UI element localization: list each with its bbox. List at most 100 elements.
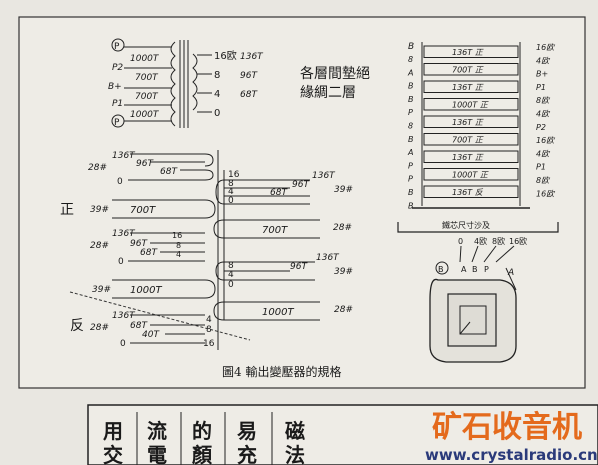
stack-right-terminal: P1 [536, 163, 546, 172]
secondary-turns-label: 96T [240, 71, 258, 81]
coil-label: 700T [262, 225, 288, 236]
stack-left-terminal: B [408, 188, 414, 197]
tap-label: 136T [112, 229, 136, 239]
right-tap: 0 [228, 280, 234, 290]
primary-winding-label: 700T [135, 92, 159, 102]
layer-row [423, 168, 519, 181]
secondary-turns-label: 68T [240, 90, 258, 100]
layer-row [423, 80, 519, 93]
tap-label: 68T [140, 248, 158, 258]
secondary-tap-label: 8 [214, 70, 220, 81]
mid-tap: 4 [176, 250, 181, 259]
primary-winding-label: 1000T [130, 110, 160, 120]
left-terminal: P2 [112, 63, 123, 73]
stack-left-terminal: A [407, 148, 413, 157]
core-bracket [397, 222, 559, 233]
core-tap: 16欧 [509, 236, 527, 246]
core-pin-circle [435, 261, 449, 275]
stack-right-terminal: 16欧 [536, 189, 556, 198]
bottom-tap: 8 [206, 325, 212, 335]
column-char: 磁 [285, 419, 305, 443]
core-lead [483, 245, 497, 263]
primary-winding-label: 700T [135, 73, 159, 83]
watermark: 矿石收音机 www.crystalradio.cn [425, 410, 598, 464]
stack-right-terminal: 4欧 [536, 110, 551, 119]
layer-label: 136T 正 [452, 48, 484, 57]
layer-row [423, 185, 519, 198]
winding-loop [213, 301, 225, 321]
winding-loop [204, 199, 216, 219]
layer-label: 136T 正 [452, 118, 484, 127]
stack-right-terminal: 8欧 [536, 96, 551, 105]
top-left-transformer: P P2 B+ P1 P 1000T 700T 700T 1000T 16欧 8… [108, 38, 264, 128]
layer-label: 1000T 正 [452, 101, 489, 110]
left-terminal: B+ [108, 82, 122, 92]
winding-loop [204, 279, 216, 299]
secondary-tap-label: 16欧 [214, 50, 237, 62]
layer-row [423, 115, 519, 128]
core-lead [505, 267, 517, 291]
left-circled-label: P [114, 42, 120, 52]
winding-loop [215, 261, 225, 281]
figure-caption: 圖4 輸出變壓器的規格 [222, 364, 341, 379]
column-char: 電 [147, 443, 167, 465]
core-tap: 4欧 [474, 236, 487, 246]
column-char: 的 [192, 419, 212, 443]
stack-left-terminal: P [408, 175, 413, 184]
column-char: 流 [147, 419, 167, 443]
core-pin: B [472, 265, 478, 274]
winding-loop [213, 219, 225, 239]
core-window [447, 293, 497, 347]
wire-label: 28# [88, 163, 107, 173]
core-window-inner [459, 305, 487, 335]
stack-right-terminal: P2 [536, 123, 546, 132]
coil-label: 700T [130, 205, 156, 216]
right-tap: 4 [228, 270, 234, 280]
wire-label: 28# [90, 323, 109, 333]
stack-right-terminal: 16欧 [536, 136, 556, 145]
core-lead [459, 245, 462, 263]
bottom-tap: 4 [206, 315, 212, 325]
mid-tap: 8 [176, 241, 181, 250]
stack-right-terminal: B+ [536, 70, 548, 79]
tap-label: 68T [130, 321, 148, 331]
tap-label: 40T [142, 330, 160, 340]
winding-loop [204, 153, 214, 181]
tap-label: 68T [160, 167, 178, 177]
tap-label: 96T [136, 159, 154, 169]
secondary-turns-label: 136T [240, 52, 264, 62]
right-tap: 0 [228, 196, 234, 206]
layer-label: 700T 正 [452, 136, 484, 145]
layer-row [423, 63, 519, 76]
watermark-title: 矿石收音机 [432, 410, 582, 445]
tap-label: 0 [117, 177, 123, 187]
core-pin: A [507, 268, 514, 278]
wire-label: 28# [333, 223, 352, 233]
stack-right-terminal: 4欧 [536, 149, 551, 158]
secondary-tap-label: 0 [214, 108, 220, 119]
layer-label: 136T 正 [452, 153, 484, 162]
mid-tap: 16 [172, 231, 182, 240]
tap-label: 136T [112, 311, 136, 321]
terminal-circle [111, 38, 125, 52]
right-tap: 8 [228, 179, 234, 189]
column-char: 易 [237, 419, 257, 443]
right-tap: 4 [228, 187, 234, 197]
primary-winding-label: 1000T [130, 54, 160, 64]
core-lead [495, 245, 515, 263]
wire-label: 39# [334, 267, 353, 277]
bottom-text-block: 用 交 流 電 的 顏 易 充 磁 法 [87, 404, 598, 465]
winding-loop [215, 179, 225, 205]
layer-row [423, 150, 519, 163]
core-tap: 0 [458, 237, 463, 246]
core-pin: P [484, 265, 489, 274]
column-char: 用 [103, 419, 123, 443]
stack-left-terminal: A [407, 68, 413, 77]
watermark-url: www.crystalradio.cn [425, 446, 598, 464]
dashed-diagonal [69, 291, 251, 341]
column-char: 交 [103, 443, 123, 465]
zheng-label: 正 [60, 202, 74, 218]
stack-left-terminal: P [408, 161, 413, 170]
